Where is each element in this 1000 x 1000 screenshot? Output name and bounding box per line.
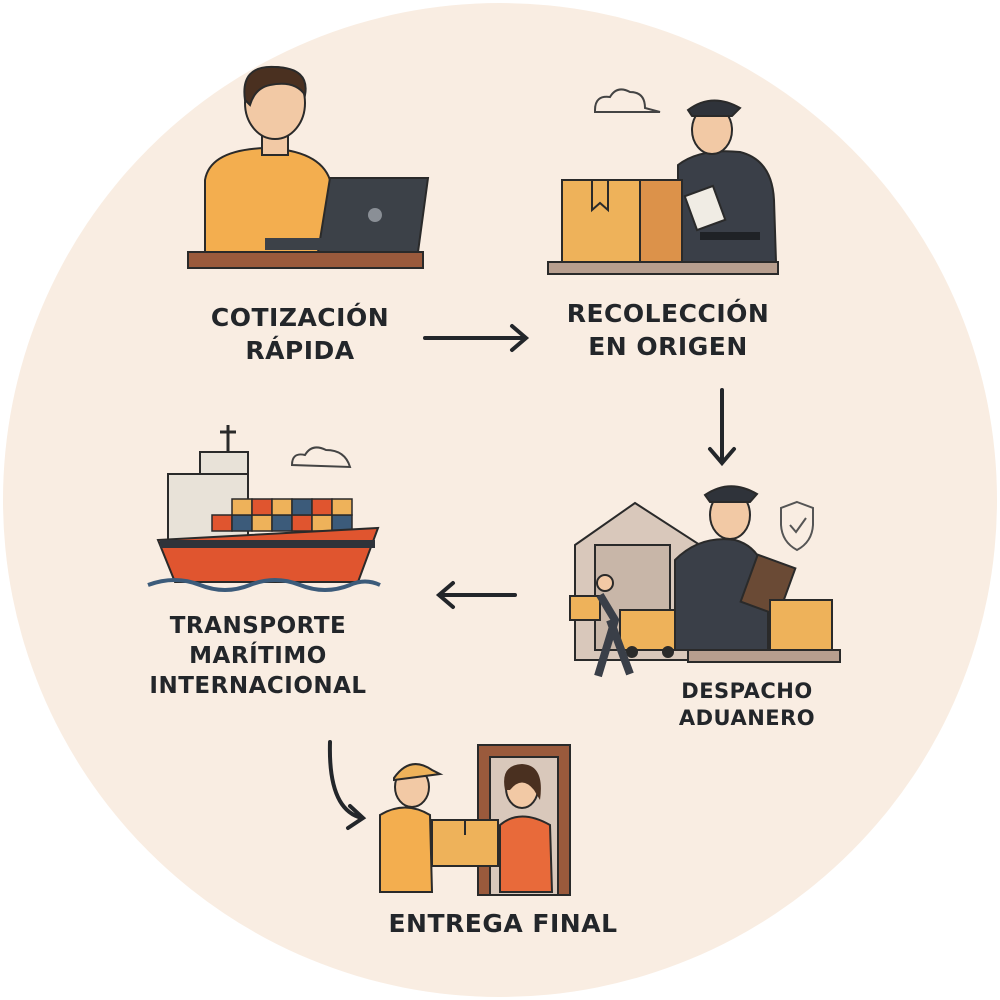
label-line: ADUANERO [678,706,816,731]
step-label-cotizacion: COTIZACIÓN RÁPIDA [211,302,389,367]
label-line: DESPACHO [681,679,813,703]
arrow-curved-icon [327,740,367,830]
person-laptop-icon [187,65,430,269]
label-line: MARÍTIMO [189,642,327,669]
label-line: ENTREGA FINAL [388,909,618,938]
step-label-transporte: TRANSPORTE MARÍTIMO INTERNACIONAL [149,612,366,702]
label-line: INTERNACIONAL [149,672,367,699]
label-line: TRANSPORTE [169,613,347,639]
step-label-recoleccion: RECOLECCIÓN EN ORIGEN [567,298,770,363]
customs-warehouse-icon [569,485,841,678]
cargo-ship-icon [147,425,381,592]
delivery-handoff-icon [379,744,571,896]
label-line: RÁPIDA [245,335,355,365]
officer-box-icon [547,88,779,275]
step-label-despacho: DESPACHO ADUANERO [679,678,815,733]
arrow-left-icon [435,581,517,609]
arrow-right-icon [423,324,530,352]
label-line: EN ORIGEN [588,331,748,361]
arrow-down-icon [708,388,736,467]
step-label-entrega: ENTREGA FINAL [388,908,617,941]
label-line: COTIZACIÓN [210,303,390,332]
label-line: RECOLECCIÓN [566,299,770,328]
